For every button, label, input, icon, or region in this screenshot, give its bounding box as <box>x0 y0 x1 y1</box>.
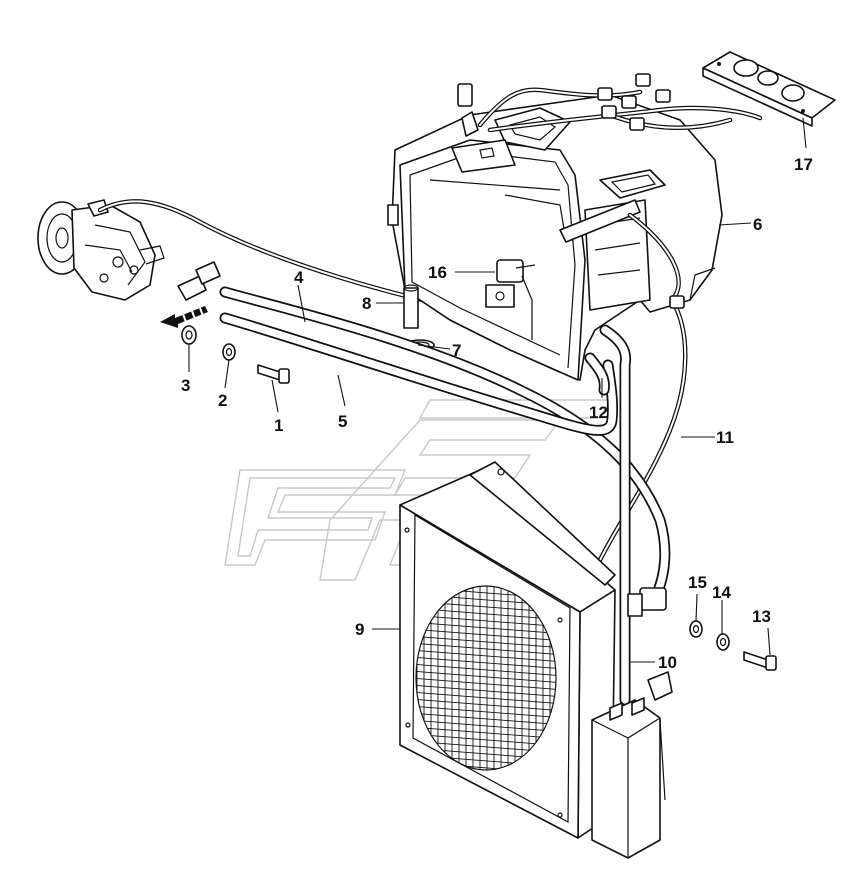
callout-17: 17 <box>794 155 813 174</box>
fasteners-left <box>181 325 290 384</box>
callout-8: 8 <box>362 294 371 313</box>
callout-10: 10 <box>658 653 677 672</box>
callout-4: 4 <box>294 268 304 287</box>
callout-2: 2 <box>218 391 227 410</box>
direction-arrow <box>160 306 208 328</box>
callout-5: 5 <box>338 412 347 431</box>
callout-15: 15 <box>688 573 707 592</box>
fasteners-right <box>689 620 777 671</box>
callout-7: 7 <box>452 341 461 360</box>
callout-13: 13 <box>752 607 771 626</box>
callout-16: 16 <box>428 263 447 282</box>
condenser <box>399 461 616 839</box>
leader-lines <box>188 117 807 663</box>
callout-14: 14 <box>712 583 731 602</box>
callout-3: 3 <box>181 376 190 395</box>
control-harness <box>457 73 763 137</box>
compressor <box>37 199 221 301</box>
expansion-valve <box>485 259 536 340</box>
refrigerant-hoses <box>219 286 671 706</box>
callout-11: 11 <box>716 428 734 447</box>
callout-9: 9 <box>355 620 364 639</box>
receiver-drier <box>591 671 673 859</box>
callout-6: 6 <box>753 215 762 234</box>
control-panel <box>702 51 836 127</box>
heater-evaporator-unit <box>387 94 723 381</box>
callout-12: 12 <box>589 403 608 422</box>
callout-labels: 1 2 3 4 5 6 7 8 9 10 11 12 13 14 15 16 1… <box>181 155 813 672</box>
callout-1: 1 <box>274 416 283 435</box>
